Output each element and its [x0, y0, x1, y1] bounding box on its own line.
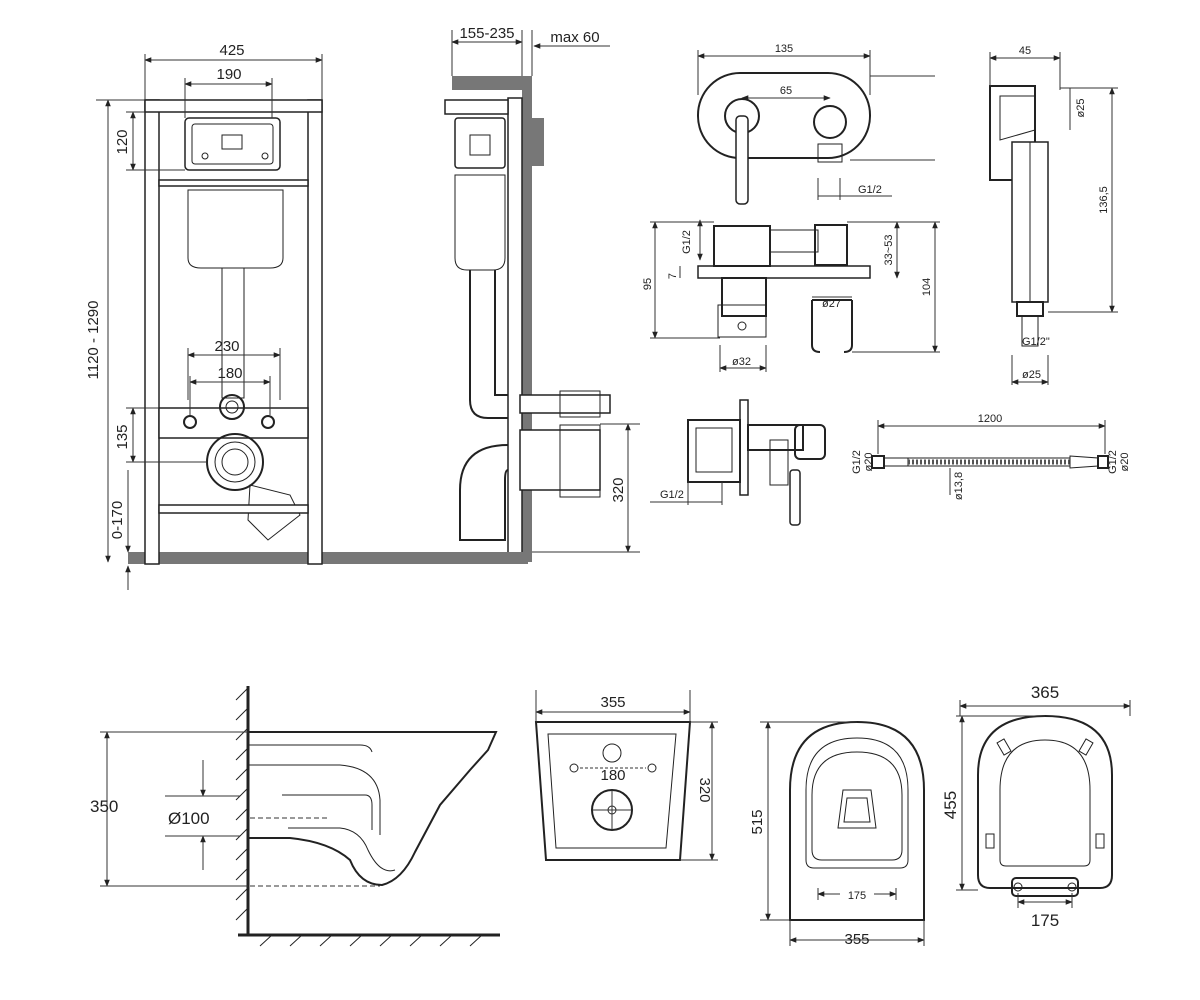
mixer-side-view: 95 7 G1/2 33~53 104 ø27 ø32: [642, 219, 940, 372]
mixer-front-view: 135 65 G1/2: [697, 43, 935, 205]
toilet-top-view: 175 515 355: [749, 720, 925, 948]
dim-seat-width: 365: [1031, 683, 1059, 702]
dim-stud-spacing: 230: [214, 338, 239, 355]
mixer-spout: [721, 277, 767, 317]
toilet-side-view: 350 Ø100: [90, 686, 500, 947]
dim-bottom-diameter: ø25: [1022, 369, 1041, 381]
mixer-box: [687, 419, 741, 483]
hose-left-b: ø20: [863, 453, 875, 472]
dim-pipe-diameter: Ø100: [168, 809, 210, 828]
frame-mid-bar: [158, 179, 309, 187]
mixer-side-plate: [697, 265, 871, 279]
mixer-thread-bottom: G1/2: [660, 489, 684, 501]
shower-bracket: [811, 300, 853, 353]
cistern: [187, 189, 284, 269]
dim-outlet-height: 135: [114, 424, 131, 449]
dim-plate-width: 135: [775, 43, 793, 55]
stud-left: [183, 415, 197, 429]
flush-button-frame: [184, 117, 281, 171]
hose-right-a: G1/2: [1107, 450, 1119, 474]
side-flush-mechanism: [454, 117, 506, 169]
dim-height-104: 104: [921, 278, 933, 296]
dim-button-width: 190: [216, 66, 241, 83]
dim-head-diameter: ø25: [1075, 99, 1087, 118]
frame-upright-right: [307, 99, 323, 565]
hose-left-a: G1/2: [851, 450, 863, 474]
toilet-back-view: 355 180 320: [534, 690, 718, 861]
side-cistern: [454, 174, 506, 271]
shower-thread: G1/2": [1022, 336, 1050, 348]
dim-button-offset: 120: [114, 129, 131, 154]
button-panel: [528, 118, 544, 166]
hose-body: [908, 457, 1070, 467]
flush-connector: [519, 394, 611, 414]
dim-diameter-32: ø32: [732, 356, 751, 368]
mixer-plate: [697, 72, 871, 159]
flush-pipe: [221, 267, 245, 399]
mixer-body: [713, 225, 771, 267]
flush-mechanism: [191, 123, 274, 165]
dim-top-width: 355: [844, 931, 869, 948]
seat-outline: [977, 714, 1113, 889]
dim-hinge-spacing: 175: [1031, 911, 1059, 930]
toilet-top-outlet: [837, 789, 877, 829]
mixer-lever: [735, 115, 749, 205]
seat-opening: [999, 739, 1091, 867]
hose-right-b: ø20: [1119, 453, 1131, 472]
mixer-thread-front: G1/2: [858, 184, 882, 196]
dim-top-length: 515: [749, 809, 766, 834]
dim-back-width: 355: [600, 694, 625, 711]
dim-outlet-elevation: 320: [610, 477, 627, 502]
mixer-thread-side: G1/2: [681, 230, 693, 254]
wall-top: [452, 76, 532, 90]
side-flush-pipe: [469, 270, 508, 419]
dim-depth-range: 33~53: [883, 235, 895, 266]
side-drain-bend: [459, 444, 509, 541]
dim-axis-spacing: 65: [780, 85, 792, 97]
wall-section: [522, 76, 532, 556]
toilet-top-outline: [789, 720, 925, 921]
dim-hose-diameter: ø13,8: [953, 472, 965, 500]
mixer-bottom-view: G1/2: [650, 399, 826, 526]
dim-hole-spacing: 180: [217, 365, 242, 382]
dim-toilet-height: 350: [90, 797, 118, 816]
toilet-bowl-profile: [248, 731, 498, 887]
shower-holder: [813, 105, 847, 139]
dim-max-panel: max 60: [550, 29, 599, 46]
dim-seat-length: 455: [941, 791, 960, 819]
dim-height-95: 95: [642, 278, 654, 290]
toilet-top-rim: [811, 751, 903, 861]
flush-outlet: [219, 394, 245, 420]
dim-height-7: 7: [667, 273, 679, 279]
dim-back-height: 320: [696, 777, 713, 802]
hand-shower: 45 ø25 136,5 G1/2" ø25: [989, 45, 1118, 385]
dim-wall-depth: 155-235: [459, 25, 514, 42]
hose-nut-right: [1097, 455, 1109, 469]
dim-frame-height: 1120 - 1290: [85, 301, 102, 380]
flush-inlet: [602, 743, 622, 763]
dim-hose-length: 1200: [978, 413, 1002, 425]
dim-top-bolt-spacing: 175: [848, 890, 866, 902]
mixer-lever-bottom: [789, 469, 801, 526]
dim-head-width: 45: [1019, 45, 1031, 57]
toilet-seat: 365 455 175: [941, 683, 1131, 930]
dim-floor-adjust: 0-170: [109, 501, 126, 539]
seat-hinge: [1011, 877, 1079, 897]
installation-frame-side: 155-235 max 60 320: [440, 25, 640, 562]
floor-line: [128, 552, 528, 564]
installation-frame-front: 425 190 1120 - 1290 120 230 180 135 0-17…: [85, 42, 528, 590]
drain-elbow: [247, 484, 301, 541]
stud-right: [261, 415, 275, 429]
dim-back-hole-spacing: 180: [600, 767, 625, 784]
mixer-wall-plate: [739, 399, 749, 496]
dim-diameter-27: ø27: [822, 298, 841, 310]
shower-hose: 1200 ø13,8 G1/2 ø20 G1/2 ø20: [851, 413, 1131, 500]
dim-shower-length: 136,5: [1098, 186, 1110, 214]
dim-frame-width: 425: [219, 42, 244, 59]
frame-top-bar: [144, 99, 323, 113]
side-floor: [440, 552, 532, 562]
